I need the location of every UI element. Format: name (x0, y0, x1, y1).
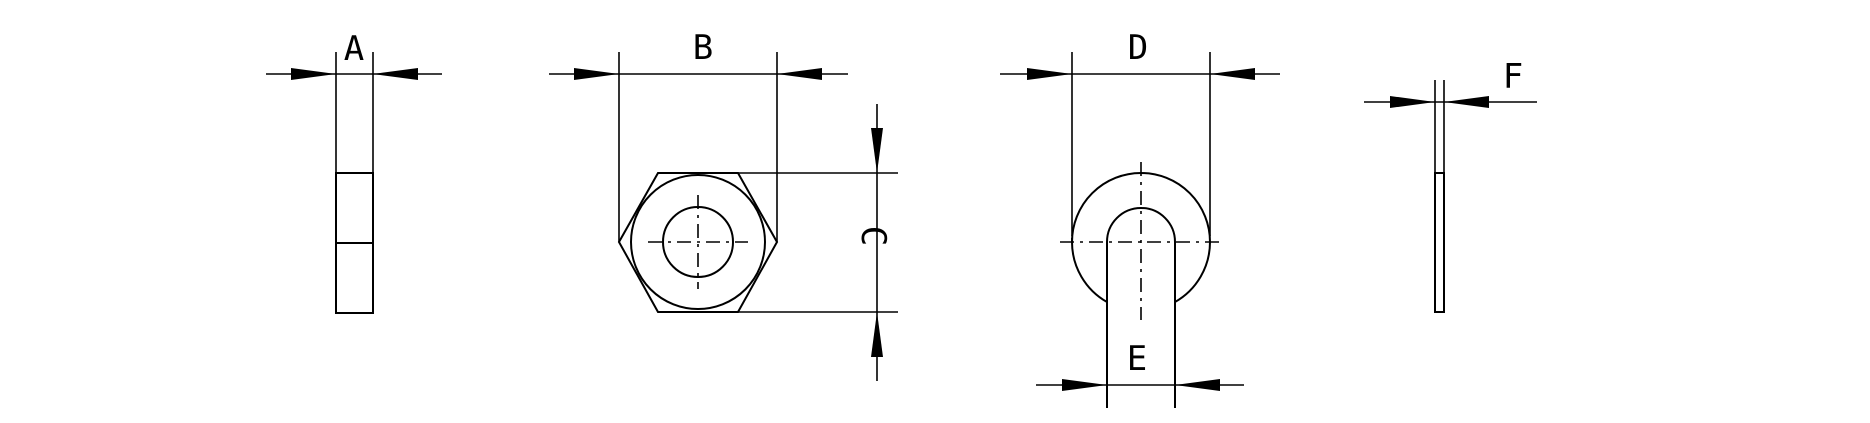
hex-view: B C (549, 28, 898, 381)
side-view-f: F (1364, 57, 1537, 313)
arrow-head (871, 312, 883, 357)
arrow-head (1210, 68, 1255, 80)
arrow-head (1062, 379, 1107, 391)
slot-arc (1106, 207, 1176, 243)
dimension-label-a: A (344, 29, 364, 69)
plate-body (1434, 172, 1445, 313)
dimension-label-f: F (1503, 57, 1523, 97)
outer-circle (630, 174, 766, 310)
arrow-head (291, 68, 336, 80)
arrow-head (777, 68, 822, 80)
dimension-label-e: E (1127, 339, 1147, 379)
arrow-head (871, 128, 883, 173)
dimension-label-c: C (853, 226, 893, 246)
arrow-head (373, 68, 418, 80)
dimension-label-d: D (1128, 28, 1148, 68)
arrow-head (574, 68, 619, 80)
lug-view: D E (1000, 28, 1280, 408)
side-view-a: A (266, 29, 442, 314)
lug-lower-left-arc (1071, 241, 1108, 303)
dimension-label-b: B (693, 28, 713, 68)
arrow-head (1027, 68, 1072, 80)
lug-lower-right-arc (1174, 241, 1211, 303)
arrow-head (1390, 96, 1435, 108)
arrow-head (1175, 379, 1220, 391)
arrow-head (1444, 96, 1489, 108)
